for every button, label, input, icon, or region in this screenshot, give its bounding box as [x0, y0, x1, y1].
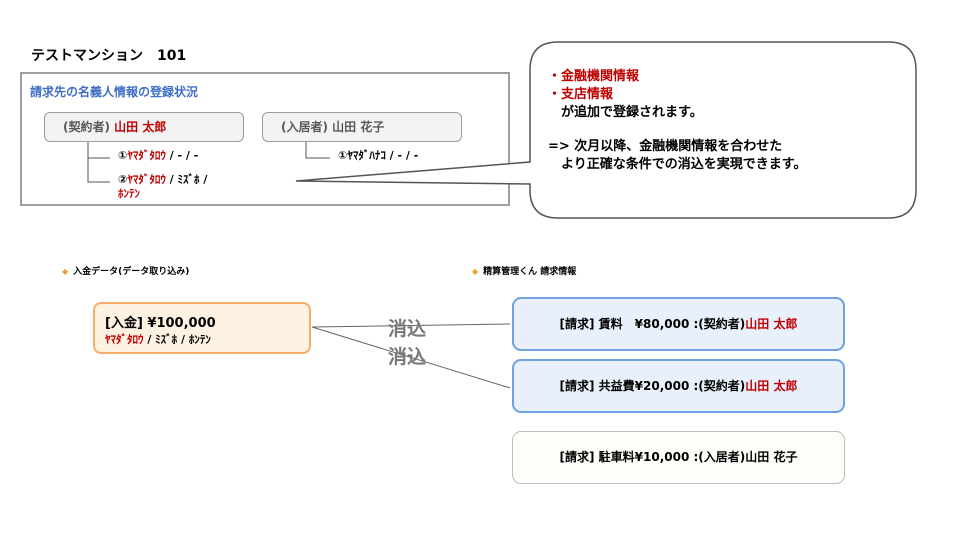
invoice-rent: [請求] 賃料 ¥80,000 :(契約者)山田 太郎 [512, 297, 845, 351]
callout-line-5: より正確な条件での消込を実現できます。 [548, 157, 807, 172]
deposit-box: [入金] ¥100,000 ﾔﾏﾀﾞﾀﾛｳ / ﾐｽﾞﾎ / ﾎﾝﾃﾝ [93, 302, 311, 354]
resident-tree-line [305, 142, 330, 159]
deposit-amount: [入金] ¥100,000 [105, 316, 216, 331]
callout-line-4: => 次月以降、金融機関情報を合わせた [548, 139, 783, 154]
panel-title: 請求先の名義人情報の登録状況 [30, 85, 199, 99]
contractor-role: (契約者) [63, 120, 110, 134]
invoice-parking-fee: [請求] 駐車料¥10,000 :(入居者)山田 花子 [512, 431, 845, 484]
contractor-entry-2: ②ﾔﾏﾀﾞﾀﾛｳ / ﾐｽﾞﾎ / ﾎﾝﾃﾝ [118, 173, 208, 200]
invoice-common-fee: [請求] 共益費¥20,000 :(契約者)山田 太郎 [512, 359, 845, 413]
contractor-box: (契約者) 山田 太郎 [44, 112, 244, 142]
match-line-1 [311, 323, 511, 328]
diamond-bullet-icon: ◆ [62, 267, 69, 276]
callout-text: ・金融機関情報 ・支店情報 が追加で登録されます。 => 次月以降、金融機関情報… [548, 68, 806, 174]
resident-box: (入居者) 山田 花子 [262, 112, 462, 142]
deposit-payer: ﾔﾏﾀﾞﾀﾛｳ / ﾐｽﾞﾎ / ﾎﾝﾃﾝ [105, 333, 211, 346]
contractor-name: 山田 太郎 [114, 120, 167, 134]
contractor-tree-line [87, 142, 110, 183]
match-label-2: 消込 [388, 346, 427, 368]
resident-name: 山田 花子 [332, 120, 385, 134]
registration-panel [20, 72, 510, 206]
callout-line-3: が追加で登録されます。 [548, 105, 703, 120]
callout-line-1: ・金融機関情報 [548, 69, 640, 84]
diamond-bullet-icon: ◆ [472, 267, 479, 276]
invoice-section-label: ◆精算管理くん 請求情報 [472, 267, 577, 277]
resident-entry-1: ①ﾔﾏﾀﾞﾊﾅｺ / - / - [338, 149, 419, 162]
match-label-1: 消込 [388, 318, 427, 340]
resident-role: (入居者) [281, 120, 328, 134]
contractor-entry-1: ①ﾔﾏﾀﾞﾀﾛｳ / - / - [118, 149, 199, 162]
match-line-2 [311, 326, 511, 389]
callout-line-2: ・支店情報 [548, 87, 614, 102]
page-title: テストマンション 101 [31, 48, 187, 64]
deposit-section-label: ◆入金データ(データ取り込み) [62, 267, 190, 277]
